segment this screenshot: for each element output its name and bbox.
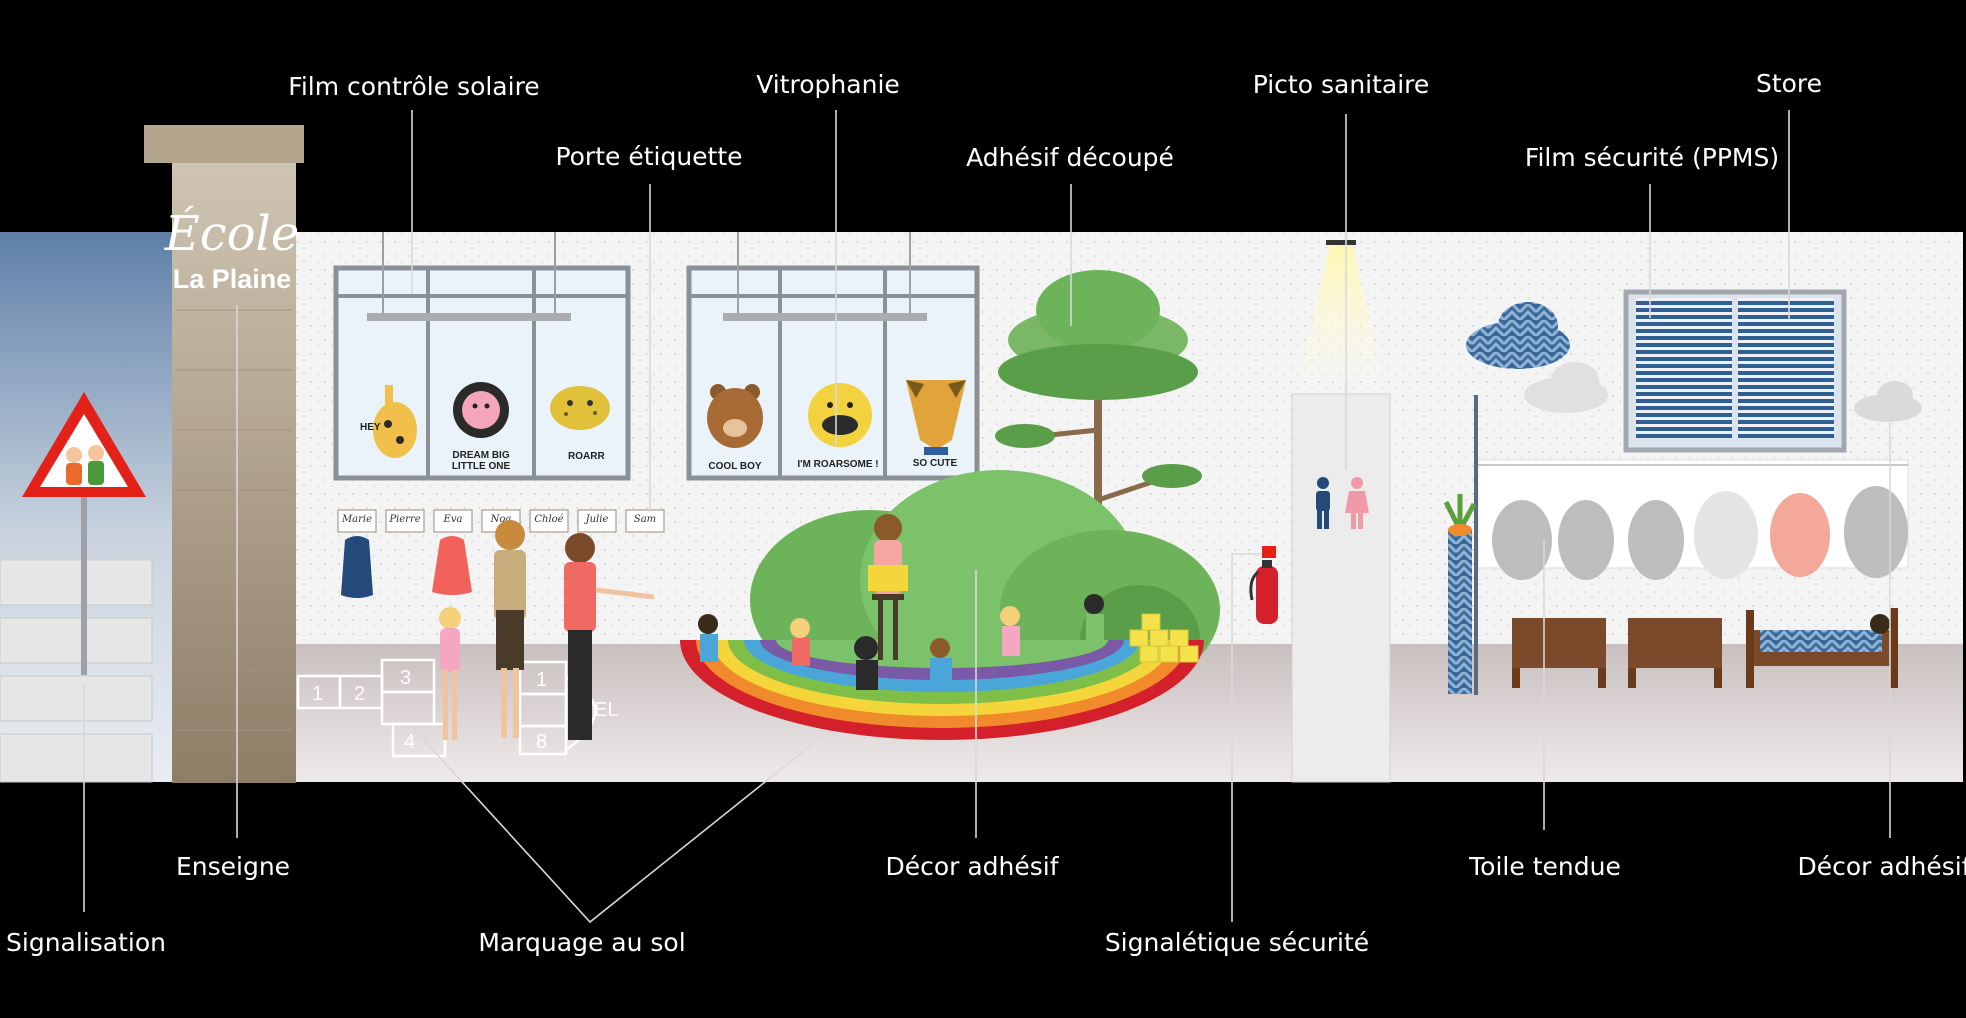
- adult-and-children-figures: [439, 520, 655, 740]
- lion-roarsome-poster: I'M ROARSOME !: [797, 383, 879, 470]
- stretched-fabric-wall: [1477, 459, 1909, 580]
- coats: [341, 536, 472, 598]
- restroom-door: [1291, 240, 1391, 783]
- svg-text:Noa: Noa: [490, 514, 512, 525]
- label-picto-sanitaire: Picto sanitaire: [1252, 70, 1430, 99]
- sign-line-ecole: École: [164, 205, 300, 262]
- sign-line-la-plaine: La Plaine: [173, 264, 292, 294]
- label-film-securite: Film sécurité (PPMS): [1524, 143, 1780, 172]
- poster-dream-line2: LITTLE ONE: [452, 461, 511, 472]
- label-decor-adhesif-right: Décor adhésif: [1797, 852, 1966, 881]
- name-tag: Sam: [625, 509, 665, 533]
- school-sign-pillar: École La Plaine: [144, 125, 304, 783]
- label-signalisation: Signalisation: [6, 928, 166, 957]
- svg-text:Pierre: Pierre: [388, 514, 420, 525]
- label-adhesif-decoupe: Adhésif découpé: [966, 143, 1174, 172]
- svg-text:3: 3: [400, 667, 411, 689]
- label-vitrophanie: Vitrophanie: [756, 70, 900, 99]
- label-enseigne: Enseigne: [175, 852, 291, 881]
- window-security-film: [1623, 289, 1847, 453]
- window-vitrophanie: COOL BOY I'M ROARSOME ! SO CUTE: [686, 232, 980, 481]
- svg-text:Chloé: Chloé: [534, 514, 563, 525]
- plant-column: [1443, 395, 1478, 695]
- svg-text:8: 8: [536, 731, 547, 753]
- cloud-decor: [1466, 302, 1922, 422]
- svg-text:1: 1: [312, 683, 323, 705]
- label-film-controle-solaire: Film contrôle solaire: [288, 72, 540, 101]
- name-tag-row: Marie Pierre Eva Noa Chloé Julie Sam: [337, 509, 665, 533]
- cut-vinyl-tree: [995, 270, 1202, 650]
- svg-text:Eva: Eva: [443, 514, 463, 525]
- label-porte-etiquette: Porte étiquette: [555, 142, 743, 171]
- label-decor-adhesif-center: Décor adhésif: [885, 852, 1059, 881]
- name-tag: Chloé: [529, 509, 569, 533]
- children-warning-road-sign: [22, 392, 146, 675]
- poster-roarsome-text: I'M ROARSOME !: [797, 459, 878, 470]
- svg-text:4: 4: [404, 731, 415, 753]
- label-marquage-au-sol: Marquage au sol: [478, 928, 686, 957]
- svg-text:1: 1: [536, 669, 547, 691]
- poster-dream-line1: DREAM BIG: [452, 450, 509, 461]
- label-toile-tendue: Toile tendue: [1469, 852, 1621, 881]
- poster-roar-text: ROARR: [568, 451, 605, 462]
- man-pictogram-icon: [1316, 477, 1330, 529]
- svg-text:Julie: Julie: [584, 514, 609, 525]
- lion-dream-poster: DREAM BIG LITTLE ONE: [452, 382, 511, 472]
- name-tag: Eva: [433, 509, 473, 533]
- poster-hey-text: HEY: [360, 422, 381, 433]
- giraffe-poster: HEY: [360, 385, 417, 458]
- name-tag: Pierre: [385, 509, 425, 533]
- callout-lines: [83, 110, 1891, 924]
- beds: [1512, 608, 1898, 688]
- svg-text:Sam: Sam: [634, 514, 656, 525]
- window-solar-film: HEY DREAM BIG LITTLE ONE ROARR: [333, 232, 631, 481]
- leopard-poster: ROARR: [550, 386, 610, 462]
- fox-poster: SO CUTE: [906, 380, 966, 469]
- woman-pictogram-icon: [1345, 477, 1369, 529]
- svg-text:Marie: Marie: [341, 514, 372, 525]
- fire-extinguisher: [1249, 546, 1278, 624]
- outdoor-fence: [0, 559, 153, 783]
- name-tag: Julie: [577, 509, 617, 533]
- label-signaletique-securite: Signalétique sécurité: [1104, 928, 1370, 957]
- svg-text:2: 2: [354, 683, 365, 705]
- name-tag: Marie: [337, 509, 377, 533]
- poster-cool-boy-text: COOL BOY: [708, 461, 761, 472]
- label-store: Store: [1755, 69, 1823, 98]
- poster-so-cute-text: SO CUTE: [913, 458, 958, 469]
- toy-blocks: [1129, 613, 1199, 663]
- bear-poster: COOL BOY: [707, 384, 763, 472]
- reading-teacher-and-children: [698, 514, 1104, 690]
